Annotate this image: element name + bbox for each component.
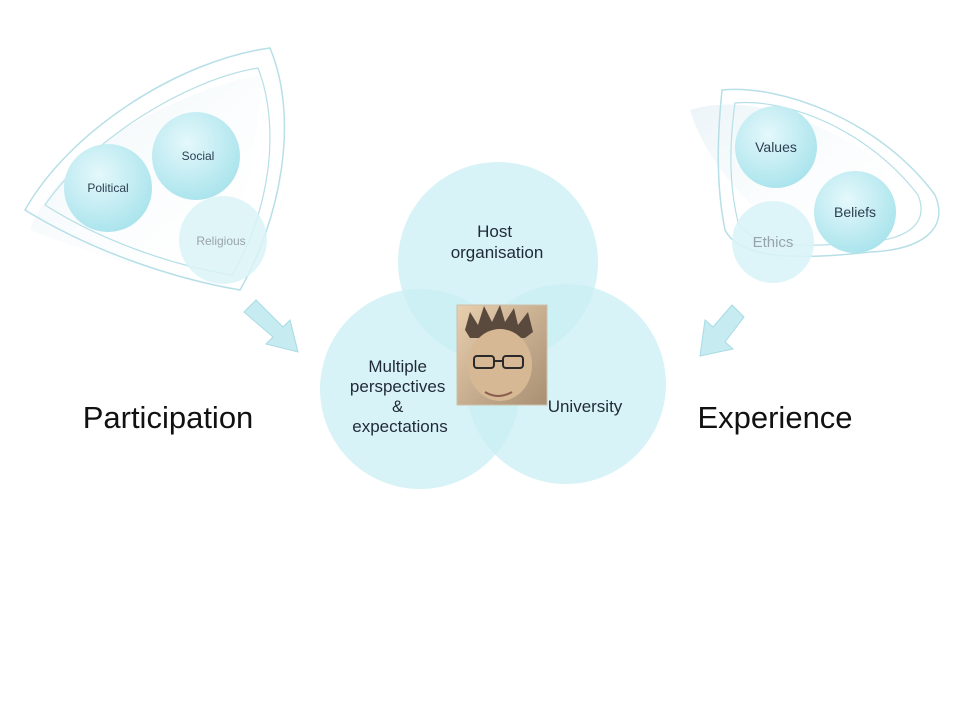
label-ethics: Ethics bbox=[753, 234, 794, 251]
bubble-beliefs bbox=[814, 171, 896, 253]
venn-label-top: Host organisation bbox=[451, 222, 544, 262]
right-funnel-outer-outline bbox=[717, 88, 940, 258]
center-photo bbox=[456, 304, 548, 406]
title-participation: Participation bbox=[83, 400, 254, 435]
arrow-icon bbox=[699, 304, 745, 357]
left-funnel-outer-outline bbox=[23, 47, 286, 291]
bubble-social bbox=[152, 112, 240, 200]
label-social: Social bbox=[182, 149, 215, 163]
bubble-political bbox=[64, 144, 152, 232]
venn-label-left: Multiple perspectives & expectations bbox=[350, 357, 450, 436]
arrow-icon bbox=[243, 299, 299, 353]
label-religious: Religious bbox=[196, 234, 245, 248]
venn-label-right: University bbox=[548, 397, 623, 416]
left-arrow bbox=[243, 299, 299, 353]
label-beliefs: Beliefs bbox=[834, 204, 876, 220]
right-bubbles: Values Beliefs Ethics bbox=[732, 106, 896, 283]
bubble-religious bbox=[179, 196, 267, 284]
label-values: Values bbox=[755, 139, 797, 155]
right-funnel bbox=[690, 88, 940, 258]
title-experience: Experience bbox=[697, 400, 852, 435]
left-funnel-inner-outline bbox=[44, 67, 271, 276]
bubble-ethics bbox=[732, 201, 814, 283]
label-political: Political bbox=[87, 181, 128, 195]
bubble-values bbox=[735, 106, 817, 188]
right-arrow bbox=[699, 304, 745, 357]
left-bubbles: Political Social Religious bbox=[64, 112, 267, 284]
